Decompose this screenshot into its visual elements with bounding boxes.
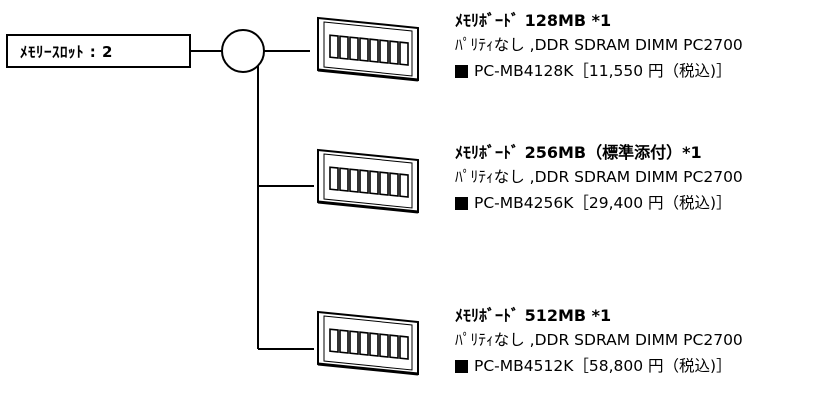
memory-module-icon	[316, 310, 420, 376]
option-part: PC-MB4128K［11,550 円（税込)］	[455, 58, 820, 84]
option-title: ﾒﾓﾘﾎﾞｰﾄﾞ 512MB *1	[455, 306, 612, 325]
memory-option-256mb: ﾒﾓﾘﾎﾞｰﾄﾞ 256MB（標準添付）*1 ﾊﾟﾘﾃｨなし ,DDR SDRA…	[455, 142, 820, 216]
black-square-icon	[455, 196, 468, 210]
memory-module-icon	[316, 148, 420, 214]
memory-option-512mb: ﾒﾓﾘﾎﾞｰﾄﾞ 512MB *1 ﾊﾟﾘﾃｨなし ,DDR SDRAM DIM…	[455, 305, 820, 379]
option-part-text: PC-MB4256K［29,400 円（税込)］	[474, 194, 732, 212]
option-part-text: PC-MB4128K［11,550 円（税込)］	[474, 62, 732, 80]
option-part: PC-MB4512K［58,800 円（税込)］	[455, 353, 820, 379]
option-spec: ﾊﾟﾘﾃｨなし ,DDR SDRAM DIMM PC2700	[455, 331, 743, 349]
memory-module-icon	[316, 16, 420, 82]
option-title: ﾒﾓﾘﾎﾞｰﾄﾞ 128MB *1	[455, 11, 612, 30]
memory-option-128mb: ﾒﾓﾘﾎﾞｰﾄﾞ 128MB *1 ﾊﾟﾘﾃｨなし ,DDR SDRAM DIM…	[455, 10, 820, 84]
option-spec: ﾊﾟﾘﾃｨなし ,DDR SDRAM DIMM PC2700	[455, 168, 743, 186]
option-part-text: PC-MB4512K［58,800 円（税込)］	[474, 357, 732, 375]
black-square-icon	[455, 359, 468, 373]
black-square-icon	[455, 64, 468, 78]
memory-slot-label: ﾒﾓﾘｰｽﾛｯﾄ : 2	[20, 42, 113, 61]
memory-slot-box: ﾒﾓﾘｰｽﾛｯﾄ : 2	[6, 34, 191, 68]
option-spec: ﾊﾟﾘﾃｨなし ,DDR SDRAM DIMM PC2700	[455, 36, 743, 54]
option-part: PC-MB4256K［29,400 円（税込)］	[455, 190, 820, 216]
option-title: ﾒﾓﾘﾎﾞｰﾄﾞ 256MB（標準添付）*1	[455, 143, 702, 162]
